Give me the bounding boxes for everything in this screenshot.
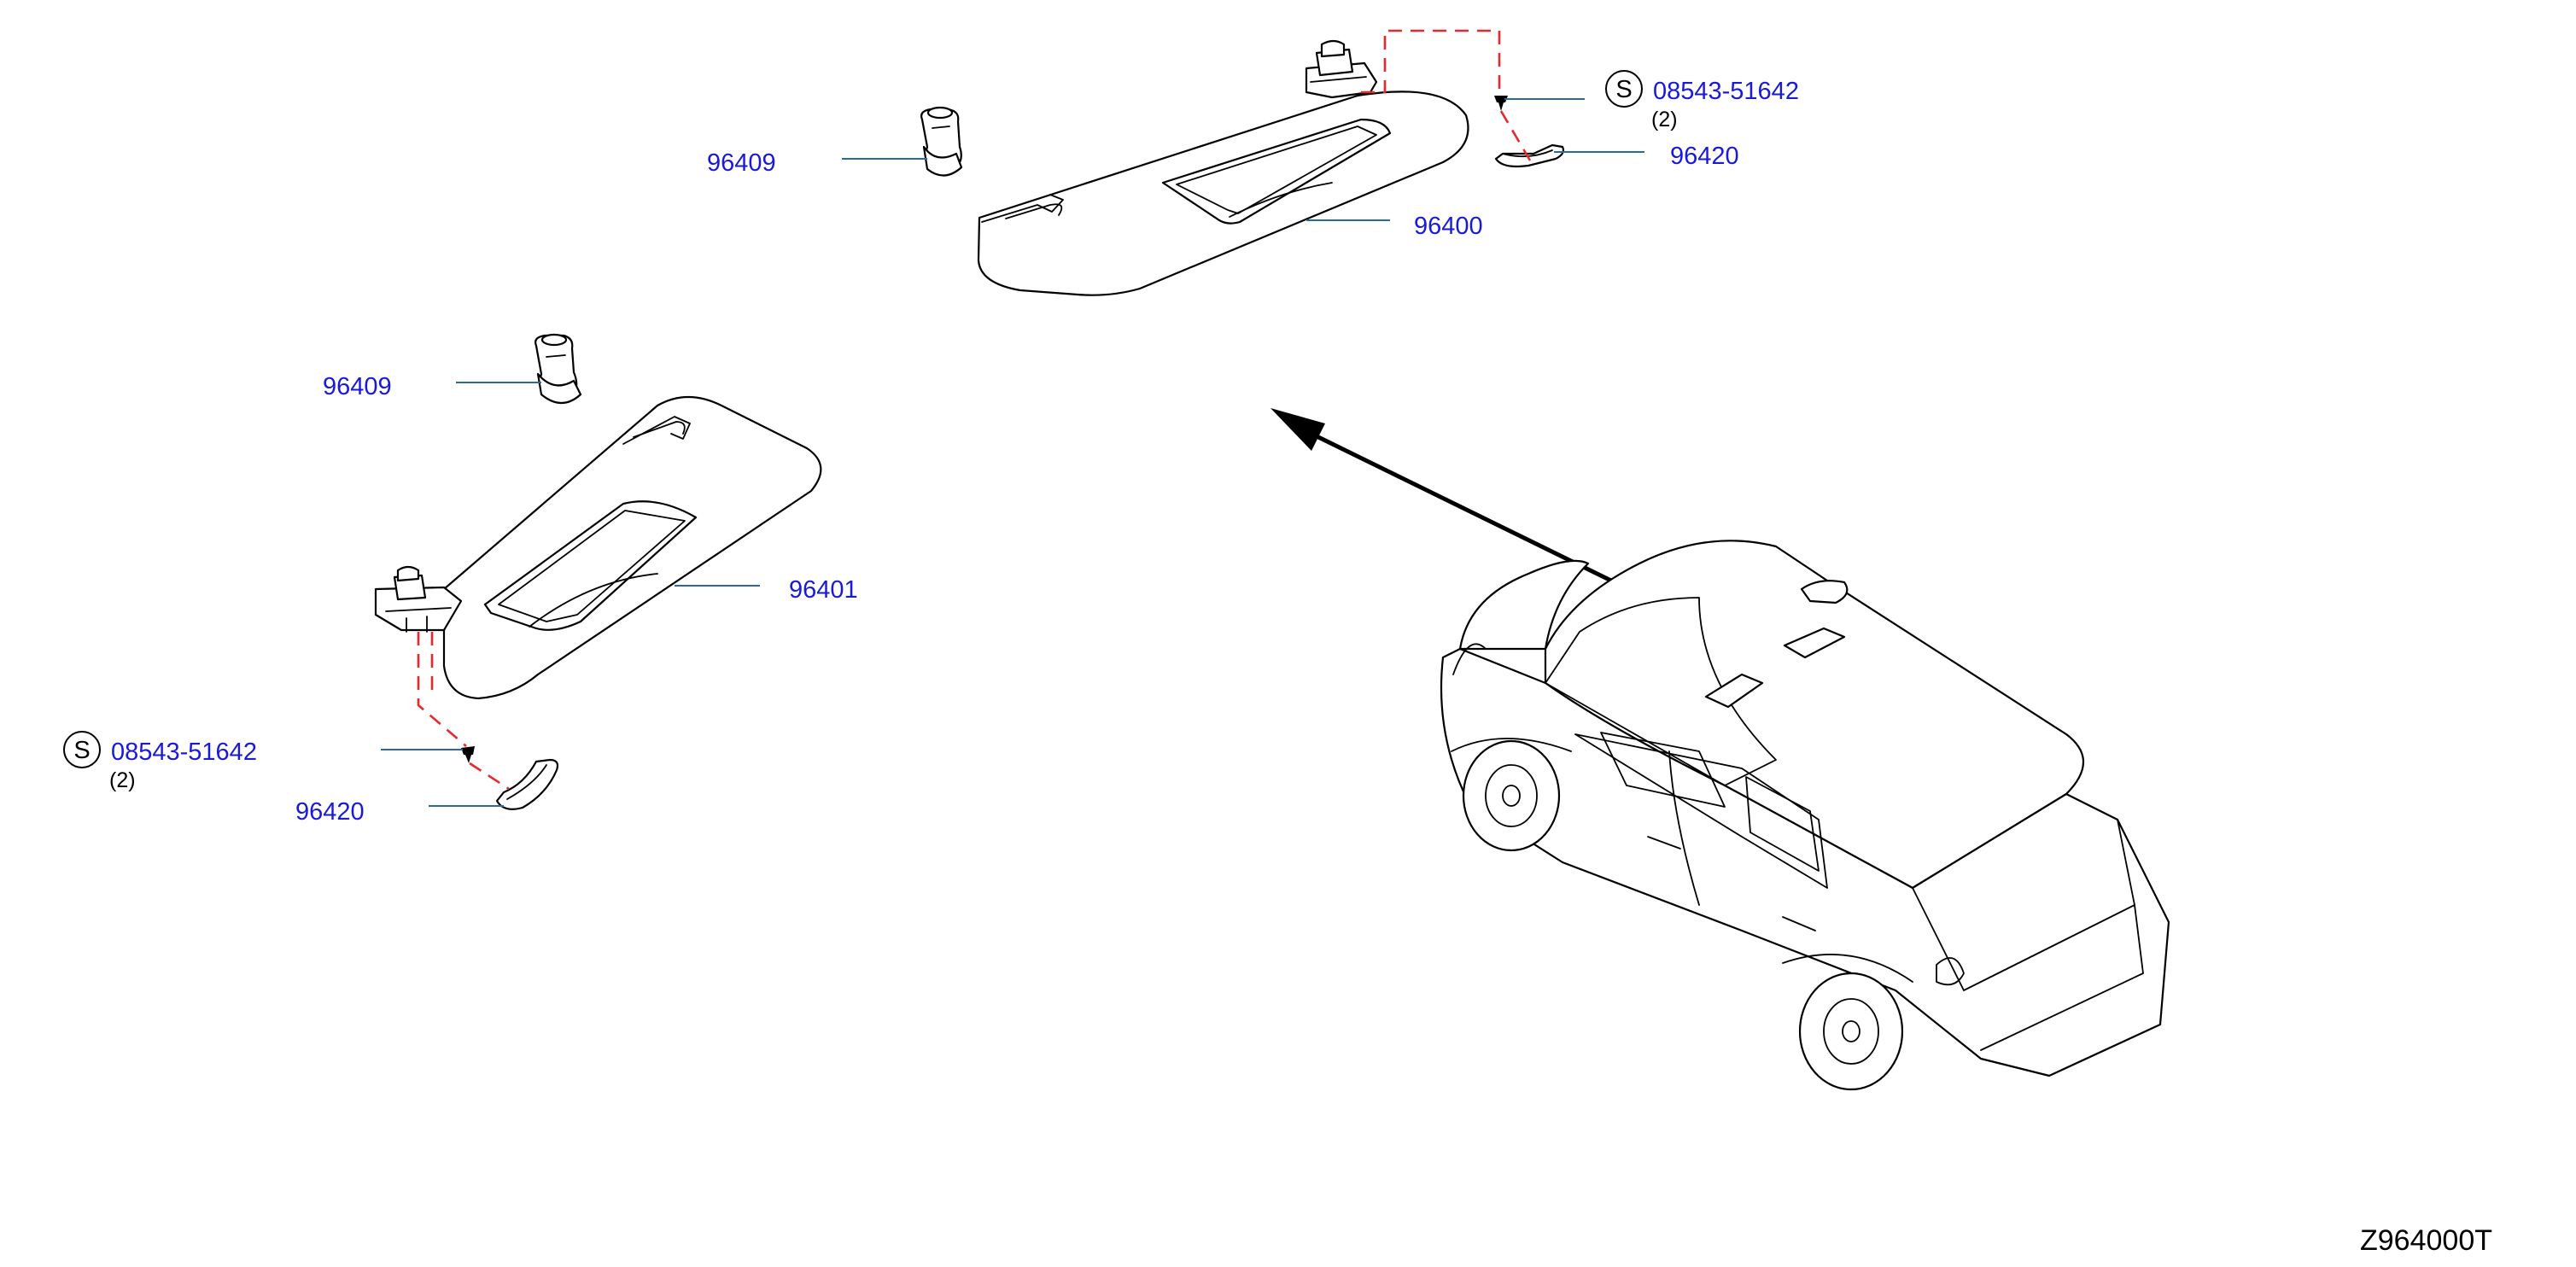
label-96409-lh[interactable]: 96409 (323, 373, 392, 400)
sun-visor-96400[interactable] (977, 90, 1469, 296)
dash-screw-to-cover (1499, 110, 1532, 161)
assembly-dash-lh (417, 632, 510, 791)
cover-96420-lh[interactable] (495, 758, 559, 810)
leader-lines (381, 98, 1644, 807)
cover-96420-rh[interactable] (1494, 143, 1565, 168)
screw-08543-51642-lh[interactable] (461, 746, 475, 763)
dash-bracket-to-screw (1361, 29, 1501, 94)
assembly-dash-rh (1361, 29, 1532, 161)
label-96409-rh[interactable]: 96409 (707, 149, 776, 177)
part-labels: 96409 96400 S 08543-51642 (2) 96420 9640… (63, 70, 2492, 1257)
label-08543-51642-rh[interactable]: 08543-51642 (1653, 78, 1799, 105)
label-96420-lh[interactable]: 96420 (295, 798, 365, 826)
qty-screw-lh: (2) (109, 768, 136, 792)
dash-screw-to-cover-lh (469, 762, 510, 791)
visor-pivot-bracket-lh (374, 565, 463, 633)
standard-part-letter-lh: S (73, 737, 90, 764)
label-96400[interactable]: 96400 (1414, 213, 1483, 240)
label-08543-51642-lh[interactable]: 08543-51642 (111, 739, 257, 766)
visor-pivot-bracket-rh (1305, 39, 1378, 99)
standard-part-letter-rh: S (1615, 76, 1632, 103)
standard-part-symbol-rh (1605, 70, 1643, 108)
diagram-code: Z964000T (2360, 1224, 2492, 1257)
visor-clip-96409-rh[interactable] (920, 106, 963, 177)
label-96420-rh[interactable]: 96420 (1670, 143, 1739, 170)
visor-clip-96409-lh[interactable] (534, 333, 582, 405)
sun-visor-96401[interactable] (442, 395, 822, 700)
dash-bracket-to-screw-lh (417, 632, 467, 747)
qty-screw-rh: (2) (1651, 108, 1678, 131)
vehicle-outline-icon (1440, 540, 2170, 1091)
label-96401[interactable]: 96401 (789, 576, 858, 604)
screw-08543-51642-rh[interactable] (1494, 96, 1508, 111)
standard-part-symbol-lh (63, 731, 101, 768)
